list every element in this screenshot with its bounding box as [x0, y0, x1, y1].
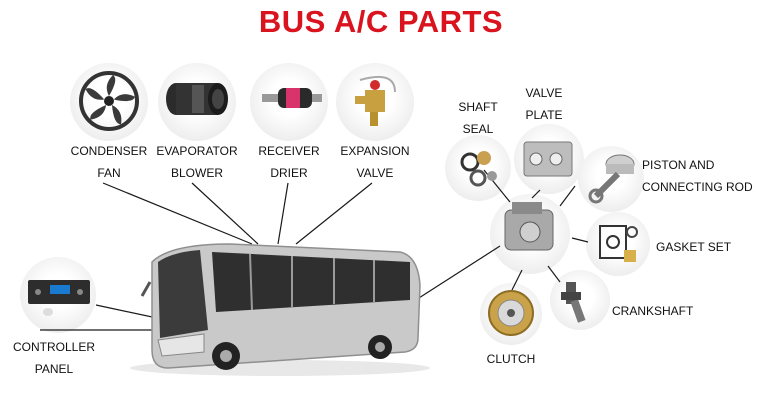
compressor-icon — [504, 202, 554, 251]
clutch-icon — [488, 290, 534, 336]
label-controller-panel: CONTROLLER PANEL — [12, 340, 95, 376]
label-condenser-fan: CONDENSER FAN — [70, 144, 148, 180]
piston-icon — [588, 154, 635, 204]
label-expansion-valve: EXPANSION VALVE — [340, 144, 410, 180]
page-title: BUS A/C PARTS — [258, 4, 504, 39]
controller-panel-icon — [28, 280, 90, 316]
label-shaft-seal: SHAFT SEAL — [458, 100, 498, 136]
label-piston-rod: PISTON AND CONNECTING ROD — [642, 158, 753, 194]
gasket-icon — [599, 225, 638, 262]
label-clutch: CLUTCH — [486, 352, 536, 366]
receiver-drier-icon — [262, 88, 322, 108]
label-receiver-drier: RECEIVER DRIER — [258, 144, 320, 180]
valve-plate-icon — [523, 141, 573, 177]
label-evaporator-blower: EVAPORATOR BLOWER — [156, 144, 238, 180]
bus-illustration — [130, 243, 430, 376]
shaft-seal-icon — [460, 151, 497, 187]
label-gasket-set: GASKET SET — [656, 240, 732, 254]
label-valve-plate: VALVE PLATE — [525, 86, 563, 122]
expansion-valve-icon — [355, 76, 396, 126]
crankshaft-icon — [561, 282, 586, 323]
condenser-fan-icon — [79, 71, 139, 131]
label-crankshaft: CRANKSHAFT — [612, 304, 694, 318]
evaporator-blower-icon — [166, 83, 228, 115]
